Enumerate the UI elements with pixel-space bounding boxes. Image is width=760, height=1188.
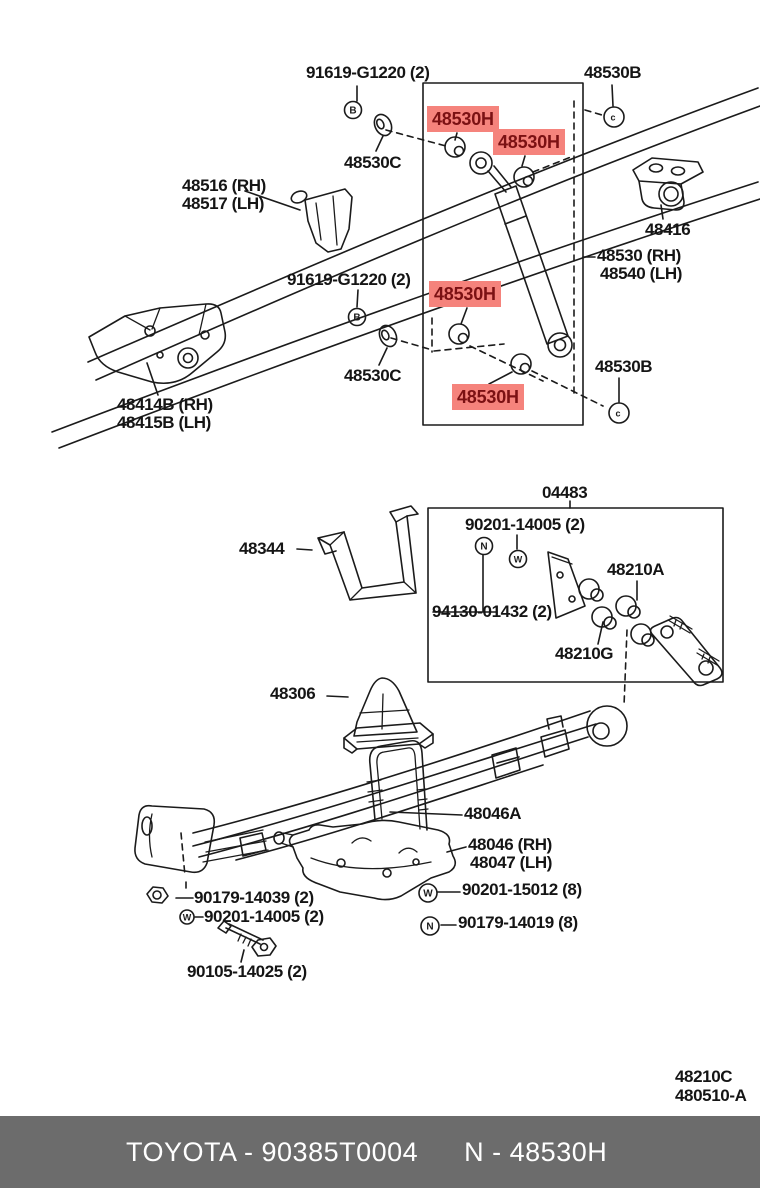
part-callout-90201-15012: 90201-15012 (8) bbox=[462, 880, 582, 899]
part-callout-90105-14025: 90105-14025 (2) bbox=[187, 962, 307, 981]
shock-lower-bracket bbox=[632, 157, 704, 211]
part-callout-48415b: 48415B (LH) bbox=[117, 413, 211, 432]
part-callout-48530b-a: 48530B bbox=[584, 63, 642, 82]
part-callout-48516: 48516 (RH) bbox=[182, 176, 266, 195]
part-callout-48210a: 48210A bbox=[607, 560, 665, 579]
part-callout-90201-14005-a: 90201-14005 (2) bbox=[465, 515, 585, 534]
diagram-line-art: B B c c N W W N W bbox=[51, 82, 760, 963]
leaf-spring bbox=[134, 705, 628, 874]
u-bolt bbox=[366, 739, 429, 831]
part-callout-48046-rh: 48046 (RH) bbox=[468, 835, 552, 854]
circled-n-marker: N bbox=[420, 916, 440, 936]
shackle-kit-box bbox=[427, 507, 724, 683]
part-callout-480510a: 480510-A bbox=[675, 1086, 747, 1105]
shock-bushings bbox=[444, 136, 535, 375]
part-callout-94130-01432: 94130-01432 (2) bbox=[432, 602, 552, 621]
svg-text:W: W bbox=[183, 913, 192, 923]
hex-bolt-icon bbox=[217, 920, 277, 957]
circled-w-marker: W bbox=[179, 909, 195, 925]
spring-seat-plate bbox=[273, 819, 457, 901]
svg-text:B: B bbox=[353, 313, 360, 324]
part-callout-48540-lh: 48540 (LH) bbox=[600, 264, 682, 283]
part-callout-48530c-a: 48530C bbox=[344, 153, 402, 172]
cap-nut-marker: c bbox=[608, 402, 630, 424]
svg-text:c: c bbox=[615, 409, 620, 419]
part-callout-48530h-highlight-3: 48530H bbox=[429, 281, 501, 307]
shackle-kit-parts bbox=[547, 551, 723, 687]
part-callout-48414b: 48414B (RH) bbox=[117, 395, 213, 414]
part-callout-48416: 48416 bbox=[645, 220, 691, 239]
svg-text:N: N bbox=[480, 542, 487, 553]
spring-bumper bbox=[343, 677, 434, 754]
part-callout-90179-14039: 90179-14039 (2) bbox=[194, 888, 314, 907]
part-callout-48530c-b: 48530C bbox=[344, 366, 402, 385]
footer-reference-bar: TOYOTA - 90385T0004 N - 48530H bbox=[0, 1116, 760, 1188]
svg-text:W: W bbox=[423, 889, 433, 900]
circled-b-marker: B bbox=[343, 100, 363, 120]
part-callout-48530h-highlight-2: 48530H bbox=[493, 129, 565, 155]
part-callout-04483: 04483 bbox=[542, 483, 588, 502]
svg-text:N: N bbox=[426, 922, 433, 933]
part-callout-48047-lh: 48047 (LH) bbox=[470, 853, 552, 872]
footer-part-reference: N - 48530H bbox=[464, 1136, 608, 1167]
spring-front-bracket bbox=[88, 303, 227, 385]
part-callout-48210c: 48210C bbox=[675, 1067, 733, 1086]
svg-text:W: W bbox=[514, 555, 523, 565]
part-callout-48344: 48344 bbox=[239, 539, 285, 558]
svg-text:c: c bbox=[610, 113, 615, 123]
part-callout-91619-g1220-b: 91619-G1220 (2) bbox=[287, 270, 411, 289]
circled-n-marker: N bbox=[474, 536, 494, 556]
part-callout-48306: 48306 bbox=[270, 684, 316, 703]
leader-lines bbox=[146, 84, 664, 963]
circled-w-marker: W bbox=[508, 549, 528, 569]
shock-upper-bracket bbox=[290, 188, 353, 253]
circled-b-marker: B bbox=[347, 307, 367, 327]
frame-rail-lines bbox=[51, 87, 760, 449]
shock-callout-box bbox=[422, 82, 584, 426]
shock-absorber bbox=[469, 151, 573, 358]
part-callout-48530b-b: 48530B bbox=[595, 357, 653, 376]
dashed-lines bbox=[180, 100, 628, 891]
part-callout-48530h-highlight-1: 48530H bbox=[427, 106, 499, 132]
part-callout-91619-g1220-a: 91619-G1220 (2) bbox=[306, 63, 430, 82]
part-callout-48517: 48517 (LH) bbox=[182, 194, 264, 213]
part-callout-90201-14005-b: 90201-14005 (2) bbox=[204, 907, 324, 926]
retainer-washers bbox=[373, 113, 398, 348]
part-callout-48046a: 48046A bbox=[464, 804, 522, 823]
part-callout-90179-14019: 90179-14019 (8) bbox=[458, 913, 578, 932]
cap-nut-marker: c bbox=[603, 106, 625, 128]
hex-nut-icon bbox=[146, 886, 169, 904]
circled-w-marker: W bbox=[418, 883, 438, 903]
part-callout-48530-rh: 48530 (RH) bbox=[597, 246, 681, 265]
part-callout-48210g: 48210G bbox=[555, 644, 614, 663]
spring-bumper-bracket bbox=[317, 505, 419, 601]
footer-catalog-code: TOYOTA - 90385T0004 bbox=[126, 1136, 419, 1167]
svg-text:B: B bbox=[349, 106, 356, 117]
part-callout-48530h-highlight-4: 48530H bbox=[452, 384, 524, 410]
